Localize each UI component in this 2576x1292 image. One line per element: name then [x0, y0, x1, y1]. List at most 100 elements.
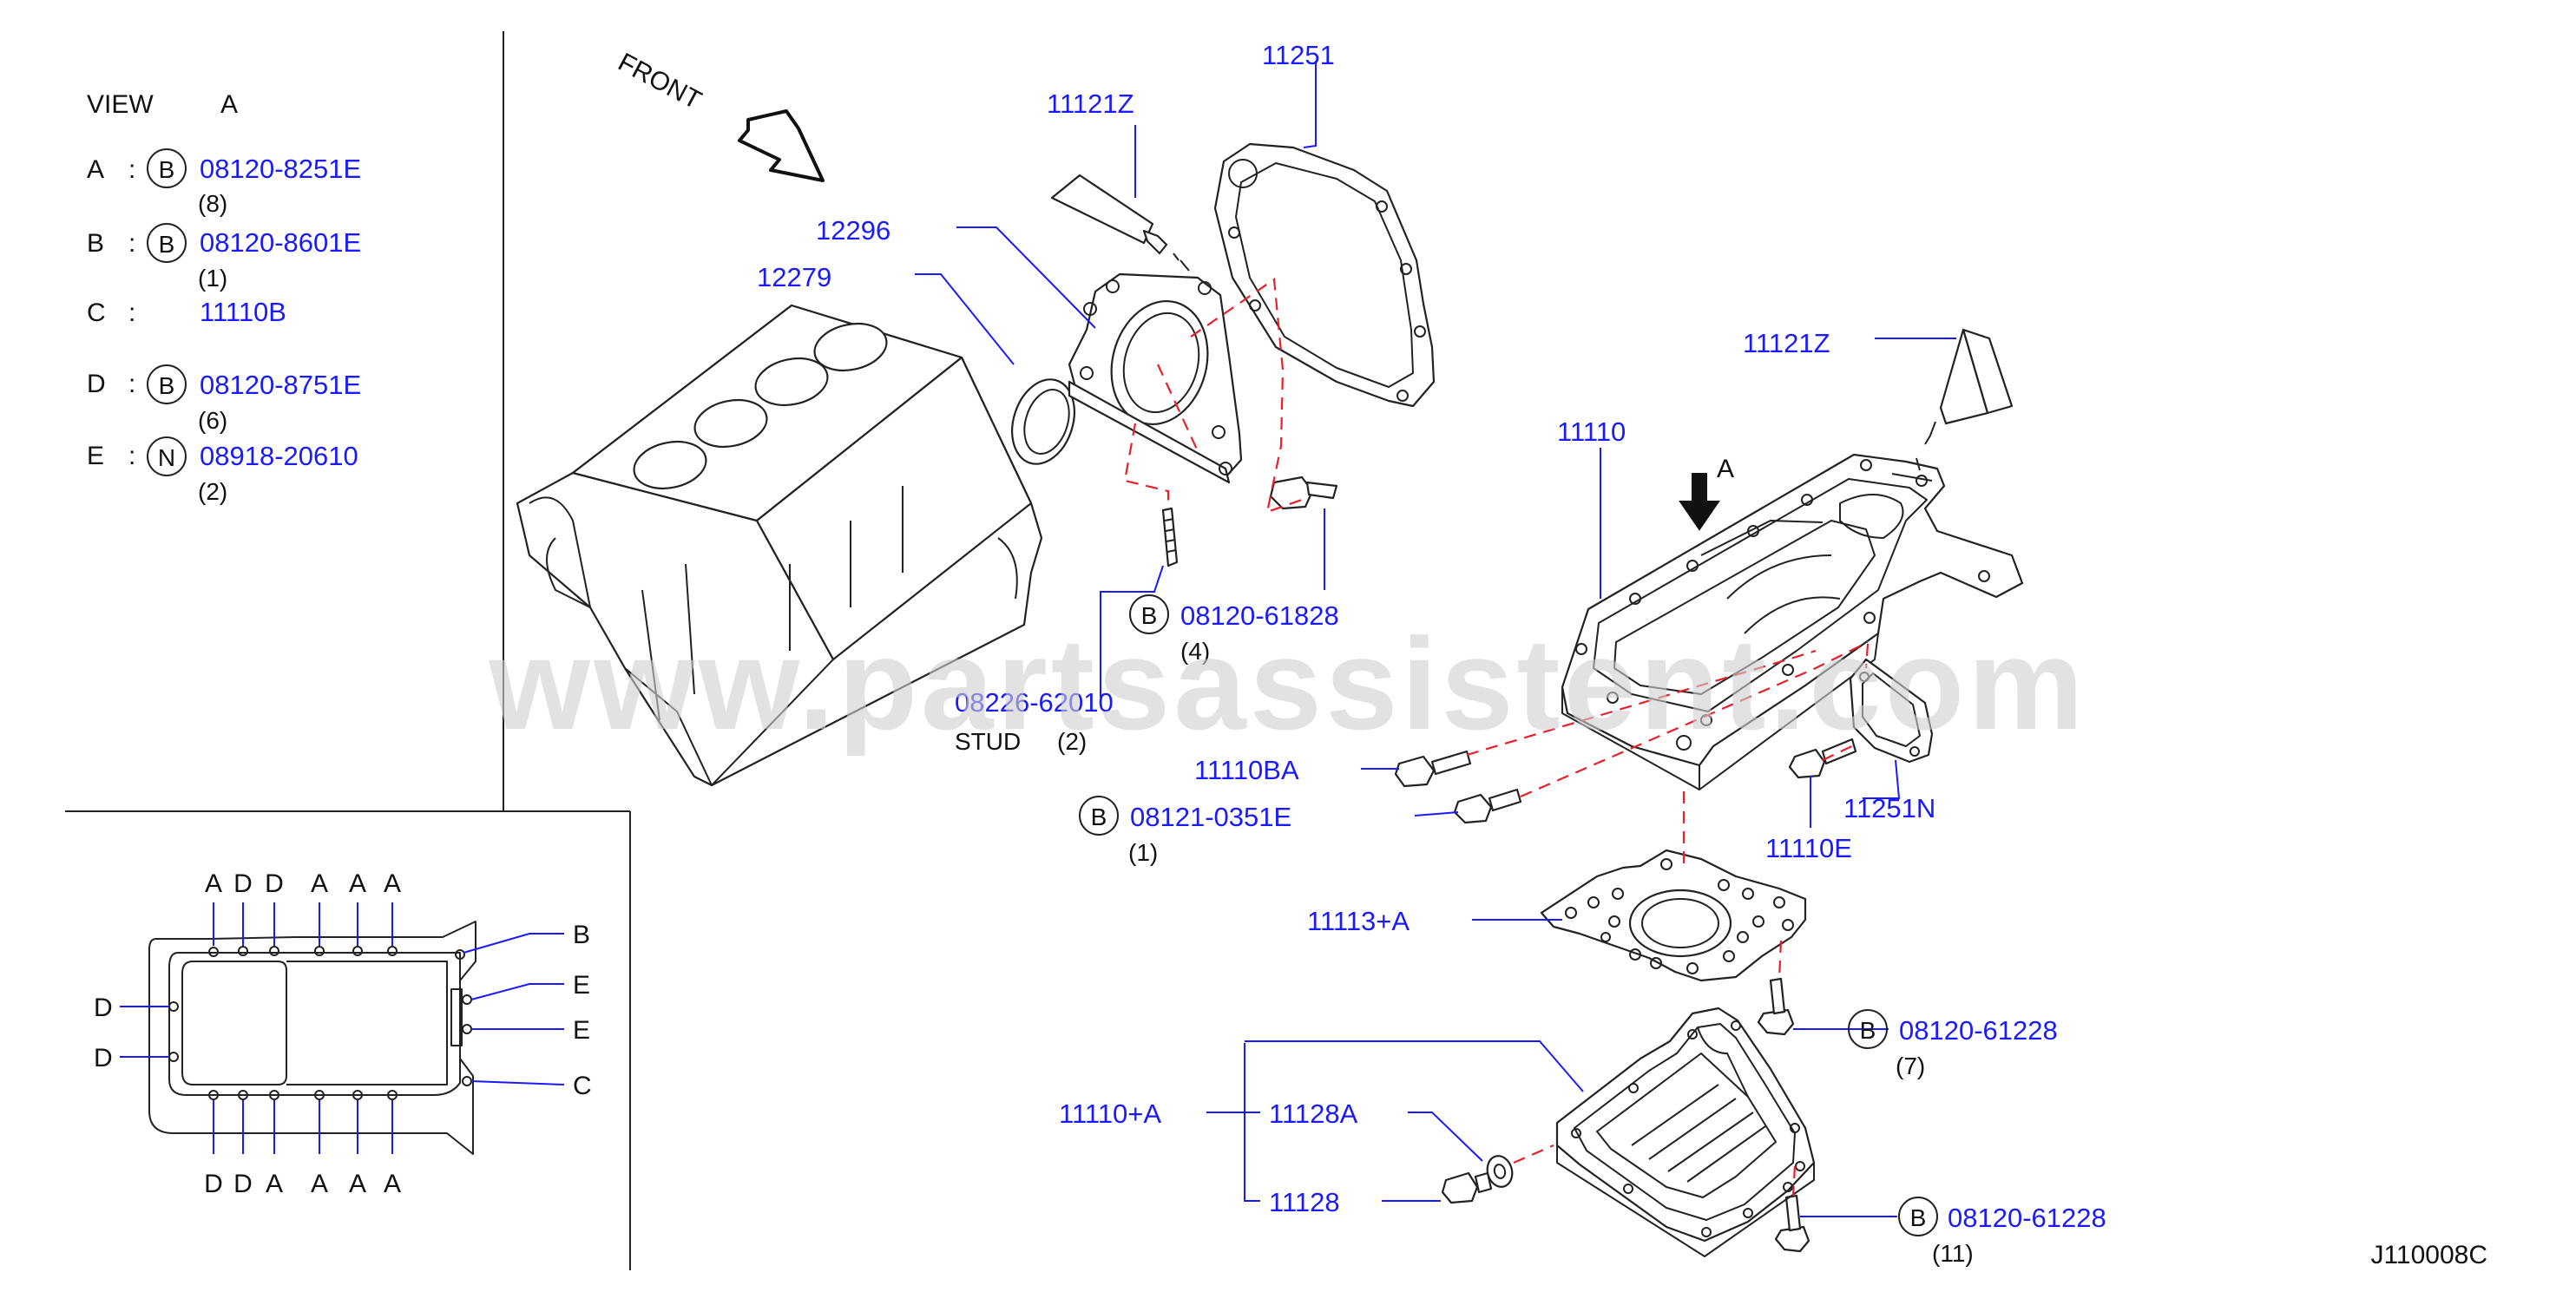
- legend-part-number[interactable]: 08120-8751E: [200, 370, 361, 400]
- alignment-lines: [1123, 278, 1870, 1197]
- svg-text:B: B: [1091, 803, 1107, 830]
- legend-part-number[interactable]: 08120-8251E: [200, 154, 361, 184]
- svg-text:STUD: STUD: [955, 728, 1021, 755]
- svg-text:A: A: [349, 1170, 366, 1198]
- bolt-11110ba-drawing: [1394, 750, 1472, 788]
- svg-text:(2): (2): [1057, 728, 1087, 755]
- svg-text:08121-0351E: 08121-0351E: [1130, 802, 1291, 832]
- inset-view-a: A D D A A A D D A A A A D D B E E C: [94, 869, 592, 1198]
- callout-11113a[interactable]: 11113+A: [1307, 906, 1410, 936]
- svg-text:08120-61228: 08120-61228: [1948, 1203, 2106, 1233]
- callout-11110e[interactable]: 11110E: [1765, 833, 1852, 863]
- view-a-arrow-label: A: [1717, 455, 1734, 483]
- svg-text:A: A: [384, 1170, 401, 1198]
- callout-12279[interactable]: 12279: [757, 262, 831, 292]
- legend-part-number[interactable]: 11110B: [200, 297, 286, 327]
- callout-08120-61228-upper[interactable]: B 08120-61228 (7): [1848, 1009, 2058, 1079]
- cover-11251n-drawing: [1849, 658, 1934, 764]
- svg-text:D: D: [233, 1170, 253, 1198]
- front-arrow-icon: [738, 109, 825, 182]
- bolt-61228-lower-drawing: [1774, 1194, 1810, 1253]
- svg-text:(1): (1): [198, 265, 227, 292]
- svg-text:B: B: [1141, 602, 1158, 629]
- svg-text::: :: [128, 442, 135, 470]
- svg-text:N: N: [158, 444, 175, 471]
- svg-text:A: A: [349, 869, 366, 898]
- view-a-indicator: A: [1679, 455, 1734, 531]
- svg-text:E: E: [573, 971, 590, 1000]
- svg-text:(8): (8): [198, 190, 227, 217]
- callout-11121z-top[interactable]: 11121Z: [1047, 89, 1134, 119]
- sealant-tube-top-icon: [1050, 174, 1190, 272]
- legend-part-number[interactable]: 08120-8601E: [200, 227, 361, 258]
- legend-row-c: C : 11110B: [87, 297, 286, 327]
- svg-text:D: D: [265, 869, 284, 898]
- svg-text:D: D: [94, 994, 113, 1022]
- svg-text:A: A: [205, 869, 222, 898]
- svg-text:(6): (6): [198, 407, 227, 434]
- svg-text:A: A: [384, 869, 401, 898]
- circled-b-icon: [1129, 594, 1169, 634]
- inset-leader-lines: [120, 902, 565, 1154]
- callout-12296[interactable]: 12296: [816, 215, 890, 246]
- inset-top-letters: A D D A A A: [205, 869, 401, 898]
- legend-row-a: A : B 08120-8251E (8): [87, 148, 361, 217]
- inset-bottom-letters: D D A A A A: [204, 1170, 401, 1198]
- inset-pan-outer: [148, 921, 476, 1155]
- front-label: FRONT: [614, 48, 706, 115]
- callout-11128a[interactable]: 11128A: [1269, 1099, 1358, 1129]
- inset-pan-sump: [181, 961, 287, 1085]
- svg-text:B: B: [87, 229, 104, 258]
- upper-oil-pan-drawing: [1561, 453, 2024, 790]
- svg-text:B: B: [159, 231, 175, 258]
- rear-gasket-drawing: [1213, 142, 1436, 408]
- legend-part-number[interactable]: 08918-20610: [200, 441, 358, 471]
- circled-b-icon: [147, 223, 187, 263]
- circled-b-icon: [147, 364, 187, 404]
- circled-b-icon: [147, 148, 187, 188]
- svg-text::: :: [128, 155, 135, 184]
- svg-text:A: A: [311, 869, 328, 898]
- callout-stud[interactable]: 08226-62010 STUD (2): [955, 687, 1114, 755]
- callout-11110[interactable]: 11110: [1557, 416, 1626, 447]
- svg-text:(1): (1): [1128, 839, 1158, 866]
- svg-text:A: A: [87, 155, 104, 184]
- callout-11110ba[interactable]: 11110BA: [1194, 755, 1299, 785]
- svg-text:08120-61228: 08120-61228: [1899, 1015, 2058, 1046]
- svg-text:(7): (7): [1896, 1053, 1925, 1079]
- callout-11251n[interactable]: 11251N: [1843, 793, 1935, 823]
- legend-row-b: B : B 08120-8601E (1): [87, 223, 361, 292]
- callout-08120-61228-lower[interactable]: B 08120-61228 (11): [1898, 1197, 2106, 1267]
- svg-text::: :: [128, 298, 135, 327]
- svg-text:A: A: [311, 1170, 328, 1198]
- circled-n-icon: [147, 436, 187, 476]
- callout-08121-0351e[interactable]: B 08121-0351E (1): [1079, 796, 1291, 866]
- engine-block-drawing: [516, 304, 1043, 787]
- callout-11128[interactable]: 11128: [1269, 1187, 1340, 1217]
- baffle-plate-drawing: [1540, 849, 1807, 982]
- legend-view-letter: A: [220, 90, 238, 119]
- lower-oil-pan-drawing: [1555, 1007, 1816, 1257]
- svg-text:A: A: [266, 1170, 283, 1198]
- svg-text::: :: [128, 370, 135, 398]
- callout-leaders: [915, 61, 1956, 1217]
- svg-text:B: B: [1910, 1204, 1927, 1231]
- bolt-61828-drawing: [1269, 475, 1338, 510]
- diagram-code: J110008C: [2370, 1241, 2487, 1269]
- circled-b-icon: [1898, 1197, 1938, 1236]
- inset-bolt-holes: [168, 946, 472, 1100]
- svg-text:E: E: [573, 1016, 590, 1045]
- svg-text:D: D: [233, 869, 253, 898]
- front-indicator: FRONT: [614, 48, 825, 182]
- svg-text:B: B: [159, 156, 175, 183]
- callout-08120-61828[interactable]: B 08120-61828 (4): [1129, 594, 1339, 665]
- view-a-legend: VIEW A A : B 08120-8251E (8) B : B 08120…: [87, 90, 361, 505]
- svg-text:C: C: [573, 1072, 592, 1100]
- callout-11251[interactable]: 11251: [1262, 40, 1335, 70]
- svg-text:B: B: [573, 921, 590, 949]
- callout-11110a[interactable]: 11110+A: [1059, 1099, 1161, 1129]
- svg-text:(4): (4): [1180, 638, 1210, 665]
- svg-text:D: D: [204, 1170, 223, 1198]
- callout-11121z-right[interactable]: 11121Z: [1743, 328, 1830, 358]
